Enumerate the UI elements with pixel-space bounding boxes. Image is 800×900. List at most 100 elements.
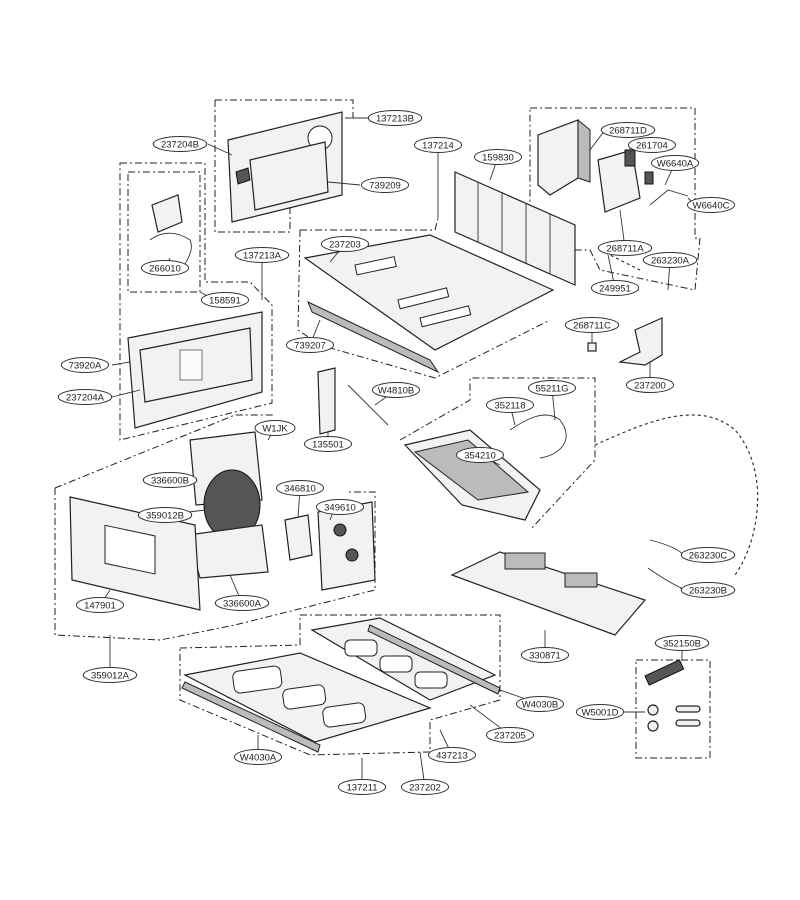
part-label-263230a: 263230A <box>642 252 698 268</box>
part-label-text: 349610 <box>324 502 356 513</box>
part-label-text: 346810 <box>284 483 316 494</box>
part-label-oval <box>686 197 736 213</box>
part-label-text: 237200 <box>634 380 666 391</box>
cover-slot-1 <box>354 256 397 276</box>
insulation-739207 <box>307 301 440 374</box>
part-label-text: 249951 <box>599 283 631 294</box>
part-label-55211g: 55211G <box>527 380 577 396</box>
part-label-text: 263230C <box>689 550 728 561</box>
part-label-oval <box>57 389 113 405</box>
part-label-text: 137214 <box>422 140 454 151</box>
part-label-text: 739209 <box>369 180 401 191</box>
part-label-336600b: 336600B <box>142 472 198 488</box>
group-boundary-top-panel <box>214 99 368 233</box>
bracket-237200 <box>617 317 663 366</box>
part-label-text: W4030B <box>522 699 558 710</box>
part-label-oval <box>590 280 640 296</box>
part-label-346810: 346810 <box>275 480 325 496</box>
part-label-oval <box>214 595 270 611</box>
part-label-text: 268711A <box>606 243 644 254</box>
part-label-336600a: 336600A <box>214 595 270 611</box>
part-label-text: 73920A <box>69 360 102 371</box>
part-label-oval <box>575 704 625 720</box>
part-label-text: 263230B <box>689 585 727 596</box>
part-label-oval <box>285 337 335 353</box>
part-label-text: 261704 <box>636 140 668 151</box>
part-label-w4810b: W4810B <box>371 382 421 398</box>
part-label-oval <box>367 110 423 126</box>
part-label-oval <box>680 582 736 598</box>
motor-hole-2 <box>345 548 359 562</box>
cover-slot-3 <box>419 305 472 328</box>
sensor-263230B <box>647 567 686 591</box>
part-label-text: 352118 <box>495 400 526 411</box>
part-label-oval <box>473 149 523 165</box>
drain-tray-330871 <box>450 551 647 636</box>
part-label-263230b: 263230B <box>680 582 736 598</box>
part-label-137213a: 137213A <box>234 247 290 263</box>
part-label-268711a: 268711A <box>597 240 653 256</box>
part-label-oval <box>275 480 325 496</box>
part-label-oval <box>597 240 653 256</box>
part-label-147901: 147901 <box>75 597 125 613</box>
part-label-oval <box>303 436 353 452</box>
part-label-268711d: 268711D <box>600 122 656 138</box>
part-label-text: W1JK <box>262 423 288 434</box>
part-label-oval <box>360 177 410 193</box>
part-label-text: 352150B <box>663 638 701 649</box>
part-label-352150b: 352150B <box>654 635 710 651</box>
part-label-237204a: 237204A <box>57 389 113 405</box>
part-label-text: 739207 <box>294 340 326 351</box>
part-labels: 137213B237204B739209137214159830268711D2… <box>57 110 736 795</box>
pan-237205-recess-1 <box>344 639 378 657</box>
part-label-oval <box>680 547 736 563</box>
part-label-text: 237202 <box>409 782 441 793</box>
group-boundary-fan-assy <box>54 414 376 641</box>
bottom-pan-recess-3 <box>322 702 367 728</box>
part-label-text: 268711D <box>609 125 647 136</box>
part-label-263230c: 263230C <box>680 547 736 563</box>
part-label-oval <box>320 236 370 252</box>
part-label-oval <box>600 122 656 138</box>
part-label-text: 137213A <box>243 250 282 261</box>
part-label-w1jk: W1JK <box>254 420 296 436</box>
part-label-oval <box>627 137 677 153</box>
spring-352150B <box>644 659 685 686</box>
part-label-oval <box>427 747 477 763</box>
wiring-dotted-line <box>594 414 759 576</box>
part-label-oval <box>152 136 208 152</box>
part-label-text: 159830 <box>482 152 514 163</box>
part-label-text: W4030A <box>240 752 277 763</box>
pump-wires-55211G <box>509 414 567 459</box>
part-label-w4030a: W4030A <box>233 749 283 765</box>
control-assy-266010 <box>151 194 183 233</box>
part-label-text: W6640A <box>657 158 694 169</box>
part-label-w5001d: W5001D <box>575 704 625 720</box>
part-label-text: W5001D <box>582 707 619 718</box>
part-label-oval <box>564 317 620 333</box>
motor-mount-346810 <box>284 514 313 561</box>
cover-slot-2 <box>397 287 450 310</box>
part-label-text: 359012B <box>146 510 184 521</box>
part-label-oval <box>233 749 283 765</box>
part-label-oval <box>60 357 110 373</box>
part-label-137214: 137214 <box>413 137 463 153</box>
part-label-text: 237203 <box>329 239 361 250</box>
connector-2 <box>644 171 654 185</box>
part-label-oval <box>254 420 296 436</box>
part-label-249951: 249951 <box>590 280 640 296</box>
part-label-text: 437213 <box>436 750 468 761</box>
front-panel-window <box>104 524 156 575</box>
part-label-oval <box>400 779 450 795</box>
part-label-text: 266010 <box>149 263 181 274</box>
bracket-135501 <box>317 367 336 435</box>
part-label-text: 137211 <box>347 782 378 793</box>
part-label-137213b: 137213B <box>367 110 423 126</box>
part-label-text: 55211G <box>535 383 568 394</box>
part-label-739207: 739207 <box>285 337 335 353</box>
control-wire <box>149 232 192 271</box>
part-label-135501: 135501 <box>303 436 353 452</box>
group-boundary-bottom <box>179 614 501 756</box>
fan-housing-336600A <box>187 524 269 579</box>
